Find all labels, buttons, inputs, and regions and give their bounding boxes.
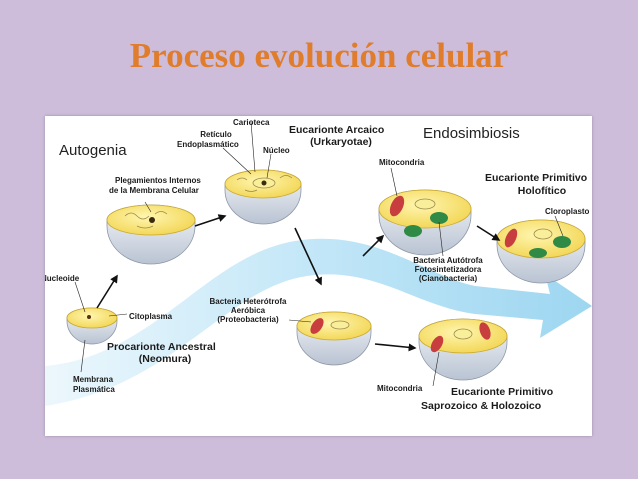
heading-autogenia: Autogenia <box>59 142 127 159</box>
label-mitocondria-top: Mitocondria <box>379 158 425 167</box>
label-heterotrofa-2: Aeróbica <box>230 306 266 315</box>
label-reticulo-2: Endoplasmático <box>177 140 239 149</box>
cell-plegamientos <box>106 204 196 265</box>
cell-evolution-diagram: Autogenia Endosimbiosis Nucleoide Citopl… <box>45 116 592 436</box>
label-procariote-2: (Neomura) <box>138 353 192 365</box>
cell-heterotrofa <box>296 311 372 366</box>
slide-title: Proceso evolución celular <box>129 36 509 75</box>
label-autotrofa-2: Fotosintetizadora <box>414 265 482 274</box>
label-arcaico-1: Eucarionte Arcaico <box>289 124 385 136</box>
cell-eucarionte-arcaico <box>224 169 302 225</box>
label-saprozoico-2: Saprozoico & Holozoico <box>421 400 542 412</box>
label-membrana-1: Membrana <box>73 375 114 384</box>
label-holofitico-1: Eucarionte Primitivo <box>485 172 588 184</box>
heading-endosimbiosis: Endosimbiosis <box>423 125 520 142</box>
leader-lines <box>74 121 564 387</box>
label-holofitico-2: Holofítico <box>517 185 567 197</box>
sequence-arrows <box>96 214 501 352</box>
label-heterotrofa-3: (Proteobacteria) <box>217 315 279 324</box>
label-plegamientos-1: Plegamientos Internos <box>115 176 201 185</box>
label-autotrofa-1: Bacteria Autótrofa <box>413 256 483 265</box>
label-mitocondria-bottom: Mitocondria <box>377 384 423 393</box>
label-carioteca: Carioteca <box>233 118 270 127</box>
flow-arrow-band <box>45 238 592 406</box>
label-cloroplasto: Cloroplasto <box>545 207 590 216</box>
diagram-drawing <box>45 121 592 406</box>
label-nucleo: Núcleo <box>263 146 290 155</box>
cell-endosimbiosis-top <box>378 189 472 256</box>
label-saprozoico-1: Eucarionte Primitivo <box>451 386 554 398</box>
label-procariote-1: Procarionte Ancestral <box>107 341 216 353</box>
label-nucleoide: Nucleoide <box>45 274 80 283</box>
cell-saprozoico <box>418 318 508 381</box>
label-heterotrofa-1: Bacteria Heterótrofa <box>209 297 287 306</box>
label-citoplasma: Citoplasma <box>129 312 173 321</box>
label-membrana-2: Plasmática <box>73 385 115 394</box>
label-arcaico-2: (Urkaryotae) <box>310 136 372 148</box>
label-reticulo-1: Retículo <box>200 130 232 139</box>
label-plegamientos-2: de la Membrana Celular <box>109 186 199 195</box>
cell-holofitico <box>496 219 586 284</box>
cell-procarionte-ancestral <box>66 307 118 345</box>
label-autotrofa-3: (Cianobacteria) <box>418 274 478 283</box>
